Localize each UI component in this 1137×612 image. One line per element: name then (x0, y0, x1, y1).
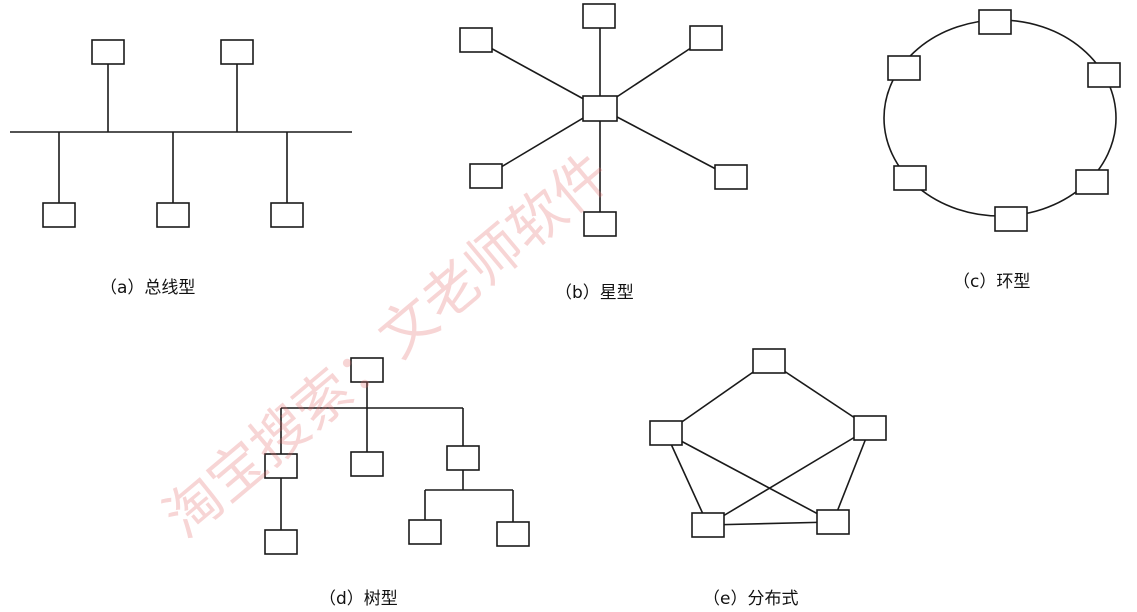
watermark-text: 淘宝搜索：文老师软件 (152, 141, 623, 551)
star-node (469, 163, 503, 189)
mesh-node (816, 509, 850, 535)
tree-topology: （d）树型 (264, 357, 530, 609)
mesh-link (665, 432, 834, 523)
bus-topology: （a）总线型 (10, 39, 352, 298)
star-node (459, 27, 493, 53)
ring-node (887, 55, 921, 81)
star-caption: （b）星型 (555, 283, 634, 303)
tree-node (496, 521, 530, 547)
ring-node (978, 9, 1012, 35)
star-link (599, 107, 732, 178)
bus-node (91, 39, 125, 65)
ring-node (994, 206, 1028, 232)
ring-node (1075, 169, 1109, 195)
bus-node (42, 202, 76, 228)
ring-topology: （c）环型 (883, 9, 1121, 292)
bus-node (156, 202, 190, 228)
star-topology: （b）星型 (459, 3, 748, 303)
ring-caption: （c）环型 (953, 272, 1030, 292)
ring-node (893, 165, 927, 191)
mesh-link (665, 360, 770, 434)
tree-node (446, 445, 480, 471)
tree-root-node (350, 357, 384, 383)
mesh-caption: （e）分布式 (703, 589, 798, 609)
star-node (714, 164, 748, 190)
ring-node (1087, 62, 1121, 88)
tree-node (264, 453, 298, 479)
mesh-link (832, 427, 871, 523)
mesh-link (768, 360, 871, 429)
mesh-link (707, 521, 834, 526)
bus-caption: （a）总线型 (100, 278, 195, 298)
mesh-link (665, 432, 709, 526)
bus-node (270, 202, 304, 228)
tree-node (408, 519, 442, 545)
mesh-topology: （e）分布式 (649, 348, 887, 609)
star-node (583, 211, 617, 237)
star-node (689, 25, 723, 51)
bus-node (220, 39, 254, 65)
mesh-node (691, 512, 725, 538)
tree-node (350, 451, 384, 477)
star-hub-node (582, 95, 618, 122)
mesh-node (752, 348, 786, 374)
mesh-node (853, 415, 887, 441)
tree-caption: （d）树型 (319, 589, 398, 609)
star-node (582, 3, 616, 29)
tree-node (264, 529, 298, 555)
mesh-node (649, 420, 683, 446)
mesh-link (707, 427, 871, 526)
star-link (475, 39, 601, 109)
star-link (485, 107, 601, 177)
